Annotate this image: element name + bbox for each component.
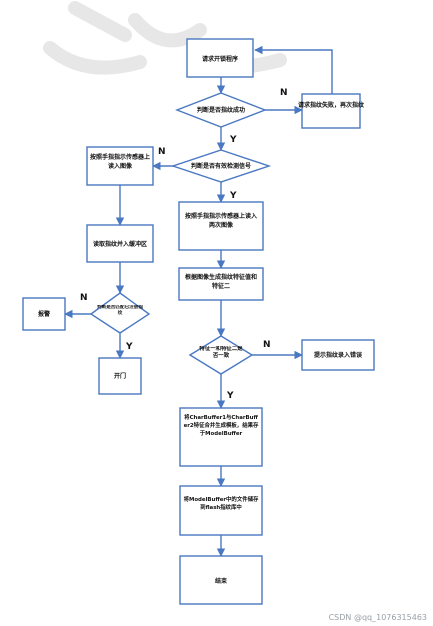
edge-label-y-wait: Y — [229, 191, 237, 201]
node-left-upload-label: 按照手指指示传感器上读入图像 — [89, 154, 150, 170]
node-left-match: 判断是否匹配已注册指纹 — [89, 292, 151, 334]
edge-label-n-same: N — [263, 340, 271, 350]
node-check-fp-label: 判断是否指纹成功 — [197, 106, 245, 114]
edge-label-n-check: N — [280, 88, 288, 98]
node-merge: 将CharBuffer1与CharBuffer2特征合并生成模板，结果存于Mod… — [179, 407, 263, 467]
node-left-store: 读取指纹并入缓冲区 — [86, 224, 154, 263]
node-start: 请求开锁程序 — [186, 38, 254, 78]
node-check-fp: 判断是否指纹成功 — [175, 92, 267, 128]
node-mid-upload-label: 按照手指指示传感器上读入两次图像 — [184, 213, 257, 229]
edges — [64, 45, 333, 557]
node-retry-label: 请求指纹失败，再次指纹 — [298, 101, 365, 109]
edge-label-y-match: Y — [125, 342, 133, 352]
node-open-label: 开门 — [114, 372, 126, 380]
node-decide-same: 特征一和特征二是否一致 — [188, 335, 254, 375]
node-retry: 请求指纹失败，再次指纹 — [298, 93, 365, 129]
edge-label-y-same: Y — [226, 391, 234, 401]
node-left-upload: 按照手指指示传感器上读入图像 — [86, 146, 154, 186]
node-store-flash-label: 将ModelBuffer中的文件储存到flash指纹库中 — [183, 497, 259, 511]
node-open: 开门 — [98, 357, 142, 395]
node-wait-sensor-label: 判断是否有效检测信号 — [191, 162, 251, 170]
node-fail-prompt: 提示指纹录入错误 — [301, 339, 375, 371]
node-left-match-label: 判断是否匹配已注册指纹 — [97, 305, 143, 316]
svg-text:请求指纹失败，再次指纹: 请求指纹失败，再次指纹 — [298, 101, 365, 109]
node-fail-prompt-label: 提示指纹录入错误 — [314, 351, 363, 359]
node-decide-same-label: 特征一和特征二是否一致 — [199, 346, 243, 359]
edge-label-n-match: N — [80, 293, 88, 303]
node-end: 结束 — [179, 555, 263, 605]
node-merge-label: 将CharBuffer1与CharBuffer2特征合并生成模板，结果存于Mod… — [183, 415, 259, 437]
node-store-flash: 将ModelBuffer中的文件储存到flash指纹库中 — [179, 485, 263, 536]
node-left-store-label: 读取指纹并入缓冲区 — [93, 240, 147, 248]
node-gen-features-label: 根据图像生成指纹特征值和特征二 — [184, 274, 257, 290]
node-end-label: 结束 — [215, 577, 228, 585]
edge-label-y-check: Y — [229, 135, 237, 145]
watermark-text: CSDN @qq_1076315463 — [328, 613, 427, 622]
node-wait-sensor: 判断是否有效检测信号 — [170, 149, 272, 183]
node-gen-features: 根据图像生成指纹特征值和特征二 — [178, 267, 264, 301]
edge-label-n-wait: N — [158, 147, 166, 157]
node-alarm: 报警 — [22, 297, 66, 331]
node-start-label: 请求开锁程序 — [202, 55, 238, 63]
node-mid-upload: 按照手指指示传感器上读入两次图像 — [178, 201, 264, 251]
edge-labels: N Y N Y N Y N Y — [80, 88, 288, 401]
node-alarm-label: 报警 — [38, 310, 50, 318]
